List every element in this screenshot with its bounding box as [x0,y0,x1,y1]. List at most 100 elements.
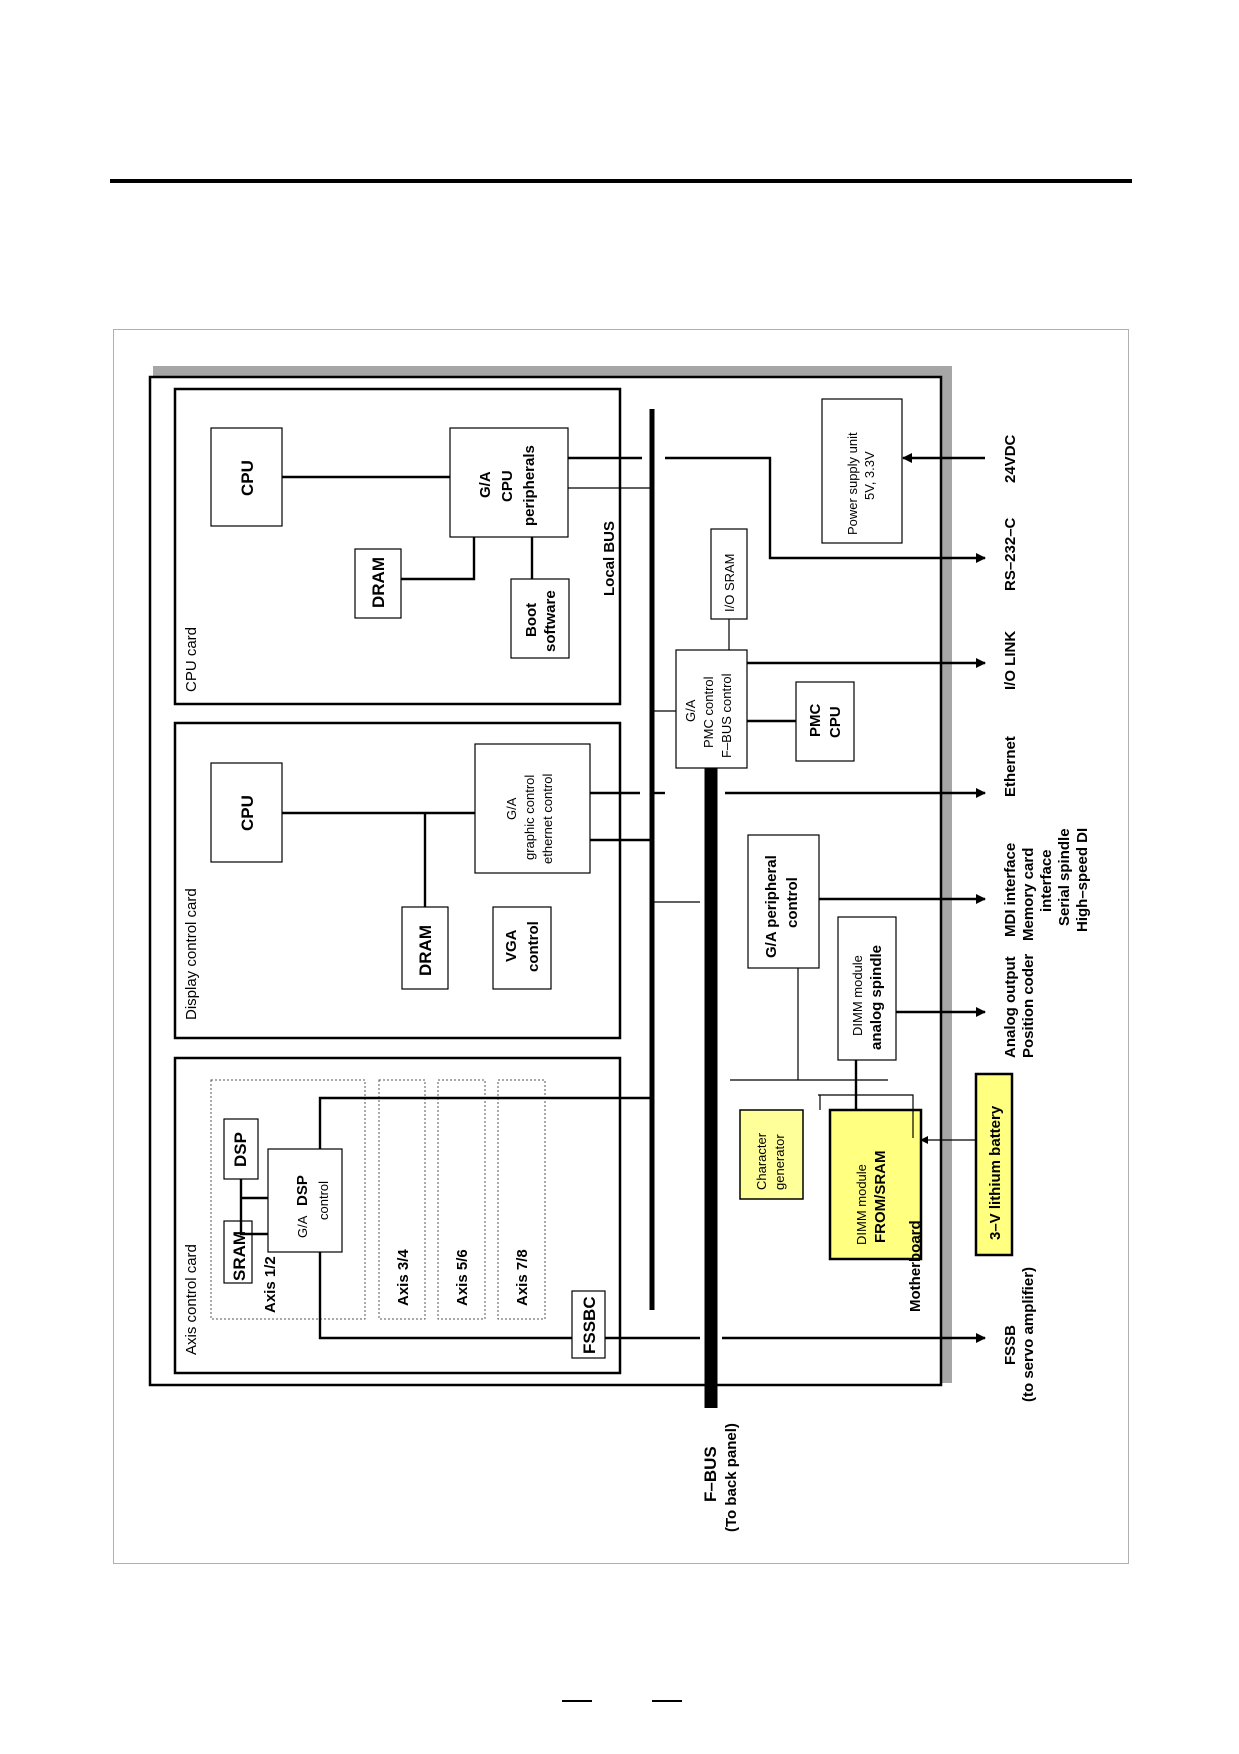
dsp-label: DSP [231,1132,250,1167]
motherboard-title: Motherboard [907,1220,924,1312]
power-supply-box [821,398,903,544]
axis78-label: Axis 7/8 [514,1249,531,1306]
axis56-label: Axis 5/6 [454,1249,471,1306]
ga-pmc-line1: G/A [683,699,698,722]
vga-control-line2: control [525,921,542,972]
cpu-card-dram-box [354,548,402,619]
rs232c-label: RS–232–C [1002,517,1019,591]
footer-mark-right [652,1700,682,1702]
mdi-line2: Memory card [1020,848,1037,941]
io-link-label: I/O LINK [1002,631,1019,690]
character-generator-line1: Character [754,1132,769,1190]
ethernet-label: Ethernet [1002,736,1019,797]
fssbc-label: FSSBC [580,1296,599,1354]
dsp-box [223,1118,259,1180]
ga-peripherals-line3: peripherals [521,445,538,526]
display-dram-label: DRAM [416,925,435,976]
axis56-group [437,1079,486,1320]
dimm-from-sram-line1: DIMM module [854,1164,869,1245]
ga-dsp-line1b: DSP [294,1175,311,1206]
character-generator-line2: generator [772,1134,787,1190]
mdi-line1: MDI interface [1002,843,1019,937]
cpu-card-title: CPU card [183,627,200,692]
dimm-analog-line2: analog spindle [868,945,885,1050]
cpu-card-ga-peripherals-box [449,427,569,538]
battery-box [974,1072,1014,1257]
axis34-group [378,1079,426,1320]
vga-control-box [492,906,552,990]
cpu-card-cpu-box [210,427,283,527]
display-ga-box [474,743,591,874]
cpu-card-frame [173,387,622,706]
ga-peripherals-line2: CPU [499,470,516,502]
header-rule [110,179,1132,183]
cpu-card-cpu-label: CPU [238,460,257,496]
dram-to-ga-link [401,537,476,581]
fbus-line2: (To back panel) [723,1423,740,1532]
mdi-line5: High–speed DI [1074,828,1091,932]
axis12-group [210,1079,366,1320]
power-supply-line2: 5V, 3.3V [862,451,877,500]
pmc-cpu-line1: PMC [807,704,824,738]
axis-card-frame [173,1056,622,1375]
local-bus-label: Local BUS [601,521,618,596]
axis-to-localbus-link [318,1096,652,1149]
boot-software-line1: Boot [523,603,540,637]
axis12-label: Axis 1/2 [262,1256,279,1313]
cpu-card-dram-label: DRAM [369,557,388,608]
ga-peripherals-line1: G/A [477,471,494,498]
axis78-group [497,1079,546,1320]
analog-output-line1: Analog output [1002,956,1019,1058]
display-card-title: Display control card [183,888,200,1020]
power-supply-line1: Power supply unit [845,432,860,535]
mdi-line4: Serial spindle [1056,828,1073,926]
ga-peripheral-line2: control [784,877,801,928]
axis-to-fssbc-link [318,1252,572,1340]
sram-box [223,1220,253,1284]
display-ga-line1: G/A [504,797,519,820]
ga-dsp-line1: G/A [295,1215,310,1238]
boot-software-line2: software [542,590,559,652]
v24dc-label: 24VDC [1002,434,1019,483]
pmc-cpu-line2: CPU [827,706,844,738]
axis34-label: Axis 3/4 [395,1249,412,1306]
dimm-analog-box [837,916,897,1061]
ga-dsp-line2: control [316,1181,331,1220]
display-dram-box [401,906,449,990]
fssb-line2: (to servo amplifier) [1020,1267,1037,1402]
dimm-from-sram-internal [818,1094,914,1138]
dimm-from-sram-line2: FROM/SRAM [872,1151,889,1244]
display-cpu-label: CPU [238,795,257,831]
dimm-from-sram-box [828,1108,923,1261]
ga-pmc-control-box [675,649,748,769]
fbus-line1: F–BUS [701,1446,720,1502]
display-ga-line2: graphic control [522,775,537,860]
sram-label: SRAM [230,1231,249,1281]
fssbc-box [571,1290,606,1359]
battery-label: 3–V lithium battery [987,1105,1004,1240]
ga-peripheral-control-box [747,834,820,969]
io-sram-label: I/O SRAM [722,553,737,612]
dimm-analog-line1: DIMM module [850,955,865,1036]
ga-dsp-control-box [267,1148,343,1253]
axis-card-title: Axis control card [183,1244,200,1355]
ga-pmc-line2: PMC control [701,676,716,748]
figure-frame [113,329,1129,1564]
io-sram-box [710,528,748,620]
fssb-line1: FSSB [1002,1325,1019,1365]
boot-software-box [510,578,570,659]
analog-output-line2: Position coder [1020,954,1037,1058]
vga-control-line1: VGA [503,929,520,962]
display-ga-line3: ethernet control [540,774,555,864]
display-cpu-box [210,762,283,863]
pmc-cpu-box [795,681,855,762]
display-card-frame [173,721,622,1040]
ga-pmc-line3: F–BUS control [719,673,734,758]
mdi-line3: interface [1038,849,1055,912]
character-generator-box [739,1109,804,1200]
rs232c-arrow [665,456,986,563]
footer-mark-left [562,1700,592,1702]
ga-peripheral-line1: G/A peripheral [763,855,780,958]
